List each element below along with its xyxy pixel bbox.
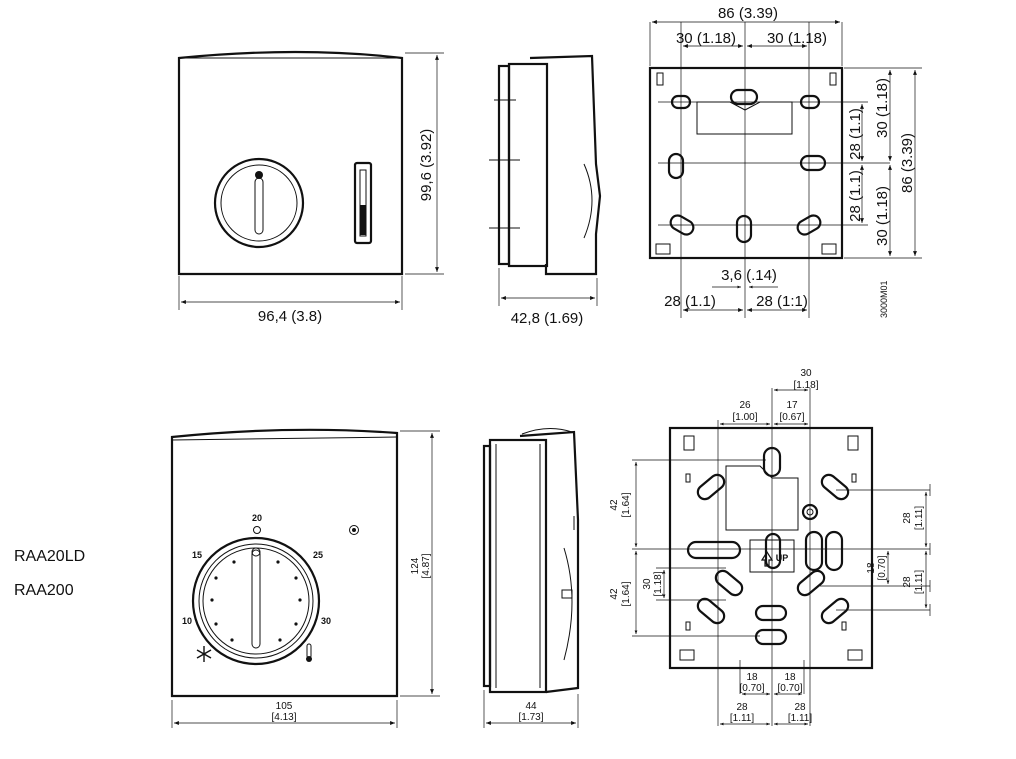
top-back-bottom-right-28: 28 (1:1) bbox=[756, 293, 808, 310]
bb-right-18-in: [0.70] bbox=[877, 555, 888, 580]
bb-bot-18r-in: [0.70] bbox=[777, 683, 802, 694]
led-indicator-icon bbox=[349, 525, 359, 535]
dial-mark-10: 10 bbox=[182, 616, 192, 626]
drawing-code: 3000M01 bbox=[879, 280, 889, 318]
bottom-back-holes bbox=[686, 446, 850, 646]
dial-mark-20: 20 bbox=[252, 513, 262, 523]
top-back-v-bottom-30: 30 (1.18) bbox=[874, 186, 891, 246]
snowflake-icon bbox=[196, 646, 212, 662]
bb-bot-28l-mm: 28 bbox=[736, 702, 748, 713]
top-front-height: 99,6 (3.92) bbox=[418, 129, 435, 202]
top-back-holes bbox=[667, 88, 827, 244]
bottom-side-depth-mm: 44 bbox=[525, 701, 537, 712]
model-label-raa200: RAA200 bbox=[14, 582, 74, 599]
top-front-view: 96,4 (3.8) 99,6 (3.92) bbox=[177, 50, 444, 325]
bb-right-28b-in: [1.11] bbox=[914, 570, 925, 594]
bb-top-30-mm: 30 bbox=[800, 368, 812, 379]
bb-right-28a-in: [1.11] bbox=[914, 506, 925, 530]
bb-bot-18l-in: [0.70] bbox=[739, 683, 764, 694]
model-label-raa20ld: RAA20LD bbox=[14, 548, 86, 565]
bb-left-42a-in: [1.64] bbox=[621, 492, 632, 517]
top-back-overall-height: 86 (3.39) bbox=[899, 133, 916, 193]
bb-bot-28r-in: [1.11] bbox=[788, 713, 812, 724]
bb-bot-28r-mm: 28 bbox=[794, 702, 806, 713]
bb-left-42b-mm: 42 bbox=[609, 588, 620, 600]
bottom-front-height-mm: 124 bbox=[410, 557, 421, 574]
top-front-width: 96,4 (3.8) bbox=[258, 308, 322, 325]
top-back-overall-width: 86 (3.39) bbox=[718, 5, 778, 22]
bb-left-42a-mm: 42 bbox=[609, 499, 620, 511]
bb-bot-28l-in: [1.11] bbox=[730, 713, 754, 724]
bb-top-17-in: [0.67] bbox=[779, 412, 804, 423]
bb-left-42b-in: [1.64] bbox=[621, 581, 632, 606]
bottom-back-view: UP 30 [1.18] 26 [1.00] 17 [0.67] 42 [1.6… bbox=[609, 368, 931, 726]
top-back-half-right: 30 (1.18) bbox=[767, 30, 827, 47]
bb-top-26-mm: 26 bbox=[739, 400, 751, 411]
bb-top-17-mm: 17 bbox=[786, 400, 798, 411]
top-back-v-top-30: 30 (1.18) bbox=[874, 78, 891, 138]
top-back-view: 86 (3.39) 30 (1.18) 30 (1.18) 86 (3.39) … bbox=[648, 5, 922, 318]
bottom-side-view: 44 [1.73] bbox=[482, 428, 580, 728]
top-side-depth: 42,8 (1.69) bbox=[511, 310, 584, 327]
bottom-front-height-in: [4.87] bbox=[421, 553, 432, 578]
bottom-front-view: 20 15 25 10 30 105 [4.13] 124 [4.87] bbox=[170, 428, 440, 728]
bb-right-28b-mm: 28 bbox=[902, 576, 913, 588]
bb-left-30-mm: 30 bbox=[642, 578, 653, 590]
dial-mark-25: 25 bbox=[313, 550, 323, 560]
dial-mark-15: 15 bbox=[192, 550, 202, 560]
top-back-half-left: 30 (1.18) bbox=[676, 30, 736, 47]
dial-mark-30: 30 bbox=[321, 616, 331, 626]
bottom-front-width-in: [4.13] bbox=[271, 712, 296, 723]
bb-bot-18l-mm: 18 bbox=[746, 672, 758, 683]
top-side-view: 42,8 (1.69) bbox=[489, 54, 602, 327]
up-label: UP bbox=[776, 553, 789, 563]
dial-dots bbox=[210, 560, 302, 642]
thermometer-icon bbox=[306, 643, 312, 662]
bb-left-30-in: [1.18] bbox=[653, 571, 664, 596]
bottom-front-width-mm: 105 bbox=[276, 701, 293, 712]
bottom-side-depth-in: [1.73] bbox=[518, 712, 543, 723]
bb-bot-18r-mm: 18 bbox=[784, 672, 796, 683]
top-back-v-28-b: 28 (1.1) bbox=[847, 170, 864, 222]
bb-top-26-in: [1.00] bbox=[732, 412, 757, 423]
top-back-bottom-left-28: 28 (1.1) bbox=[664, 293, 716, 310]
top-back-v-28-a: 28 (1.1) bbox=[847, 108, 864, 160]
bb-right-28a-mm: 28 bbox=[902, 512, 913, 524]
bb-top-30-in: [1.18] bbox=[793, 380, 818, 391]
top-back-slot: 3,6 (.14) bbox=[721, 267, 777, 284]
bb-right-18-mm: 18 bbox=[866, 562, 877, 574]
